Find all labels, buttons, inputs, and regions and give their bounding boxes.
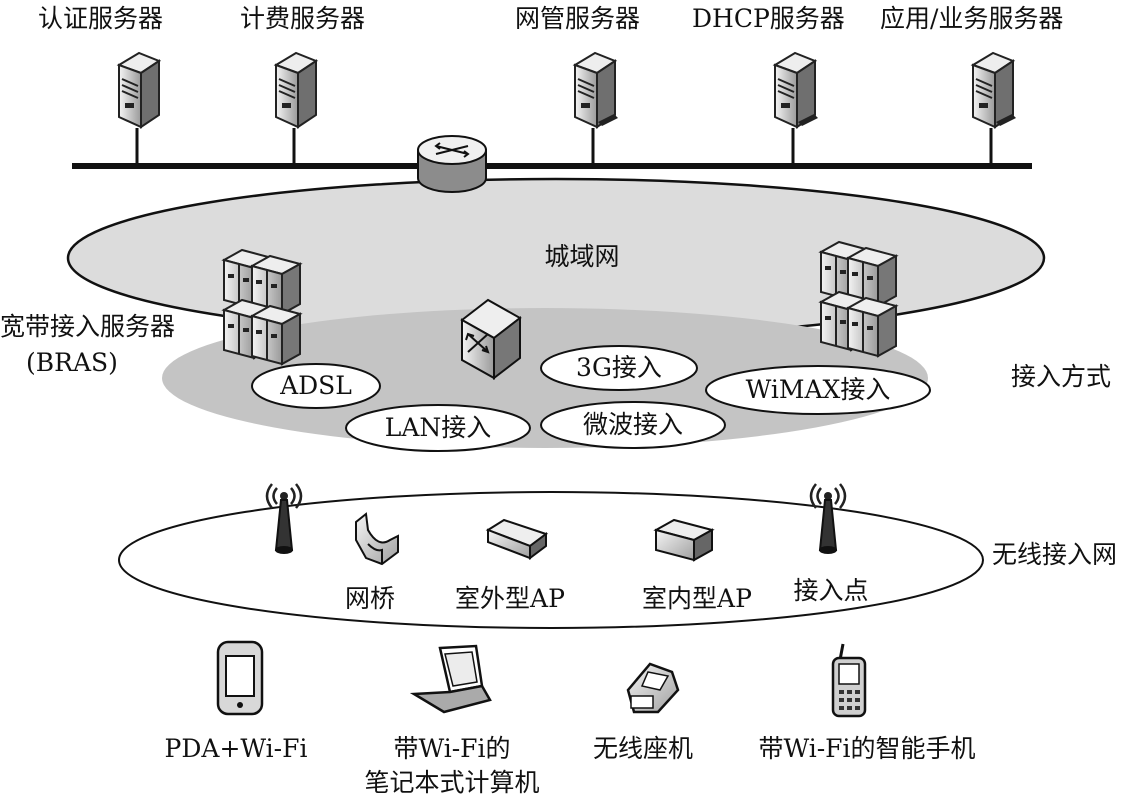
billing-server-label: 计费服务器 — [240, 4, 366, 33]
g3-label: 3G接入 — [576, 353, 662, 382]
outdoor-ap-label: 室外型AP — [455, 584, 565, 613]
server-keyboards — [598, 114, 1016, 126]
app-server-label: 应用/业务服务器 — [880, 4, 1064, 33]
access-point-label: 接入点 — [793, 576, 869, 605]
dhcp-server-icon — [774, 52, 816, 128]
indoor-ap-icon — [653, 518, 715, 562]
microwave-label: 微波接入 — [582, 410, 684, 439]
metro-network-label: 城域网 — [544, 242, 620, 271]
lan-pill — [345, 404, 531, 452]
wireless-access-title: 无线接入网 — [992, 540, 1118, 569]
g3-pill — [540, 345, 698, 391]
router-icon — [417, 135, 487, 193]
bras-label-line1: 宽带接入服务器 — [0, 312, 176, 341]
pda-label: PDA+Wi-Fi — [164, 734, 308, 763]
laptop-icon — [409, 644, 492, 714]
smartphone-icon — [831, 643, 867, 718]
dhcp-server-label: DHCP服务器 — [692, 4, 845, 33]
wireless-phone-label: 无线座机 — [592, 734, 694, 763]
bras-right-icon — [820, 241, 897, 357]
outdoor-ap-icon — [485, 518, 549, 560]
bras-left-icon — [223, 249, 301, 365]
wireless-access-ellipse — [118, 491, 984, 629]
indoor-ap-label: 室内型AP — [642, 584, 752, 613]
switch-icon — [460, 298, 522, 381]
nms-server-label: 网管服务器 — [515, 4, 641, 33]
app-server-icon — [972, 52, 1014, 128]
server-drops — [135, 128, 993, 166]
microwave-pill — [540, 401, 726, 449]
bridge-icon — [355, 512, 399, 566]
smartphone-label: 带Wi-Fi的智能手机 — [758, 734, 976, 763]
wimax-pill — [705, 365, 931, 415]
bridge-label: 网桥 — [344, 584, 396, 613]
pda-icon — [216, 640, 264, 716]
auth-server-icon — [118, 52, 160, 128]
access-methods-title: 接入方式 — [1011, 362, 1112, 391]
laptop-label-line2: 笔记本式计算机 — [364, 768, 540, 797]
adsl-pill — [251, 363, 381, 409]
auth-server-label: 认证服务器 — [38, 4, 164, 33]
wimax-label: WiMAX接入 — [745, 375, 891, 404]
lan-label: LAN接入 — [384, 413, 492, 442]
adsl-label: ADSL — [280, 371, 352, 400]
antenna-left-icon — [265, 482, 303, 556]
billing-server-icon — [275, 52, 317, 128]
laptop-label-line1: 带Wi-Fi的 — [393, 734, 511, 763]
wireless-phone-icon — [626, 662, 680, 714]
bras-label-line2: (BRAS) — [26, 348, 118, 377]
nms-server-icon — [574, 52, 616, 128]
access-methods-area — [162, 308, 928, 448]
antenna-right-icon — [809, 482, 847, 556]
